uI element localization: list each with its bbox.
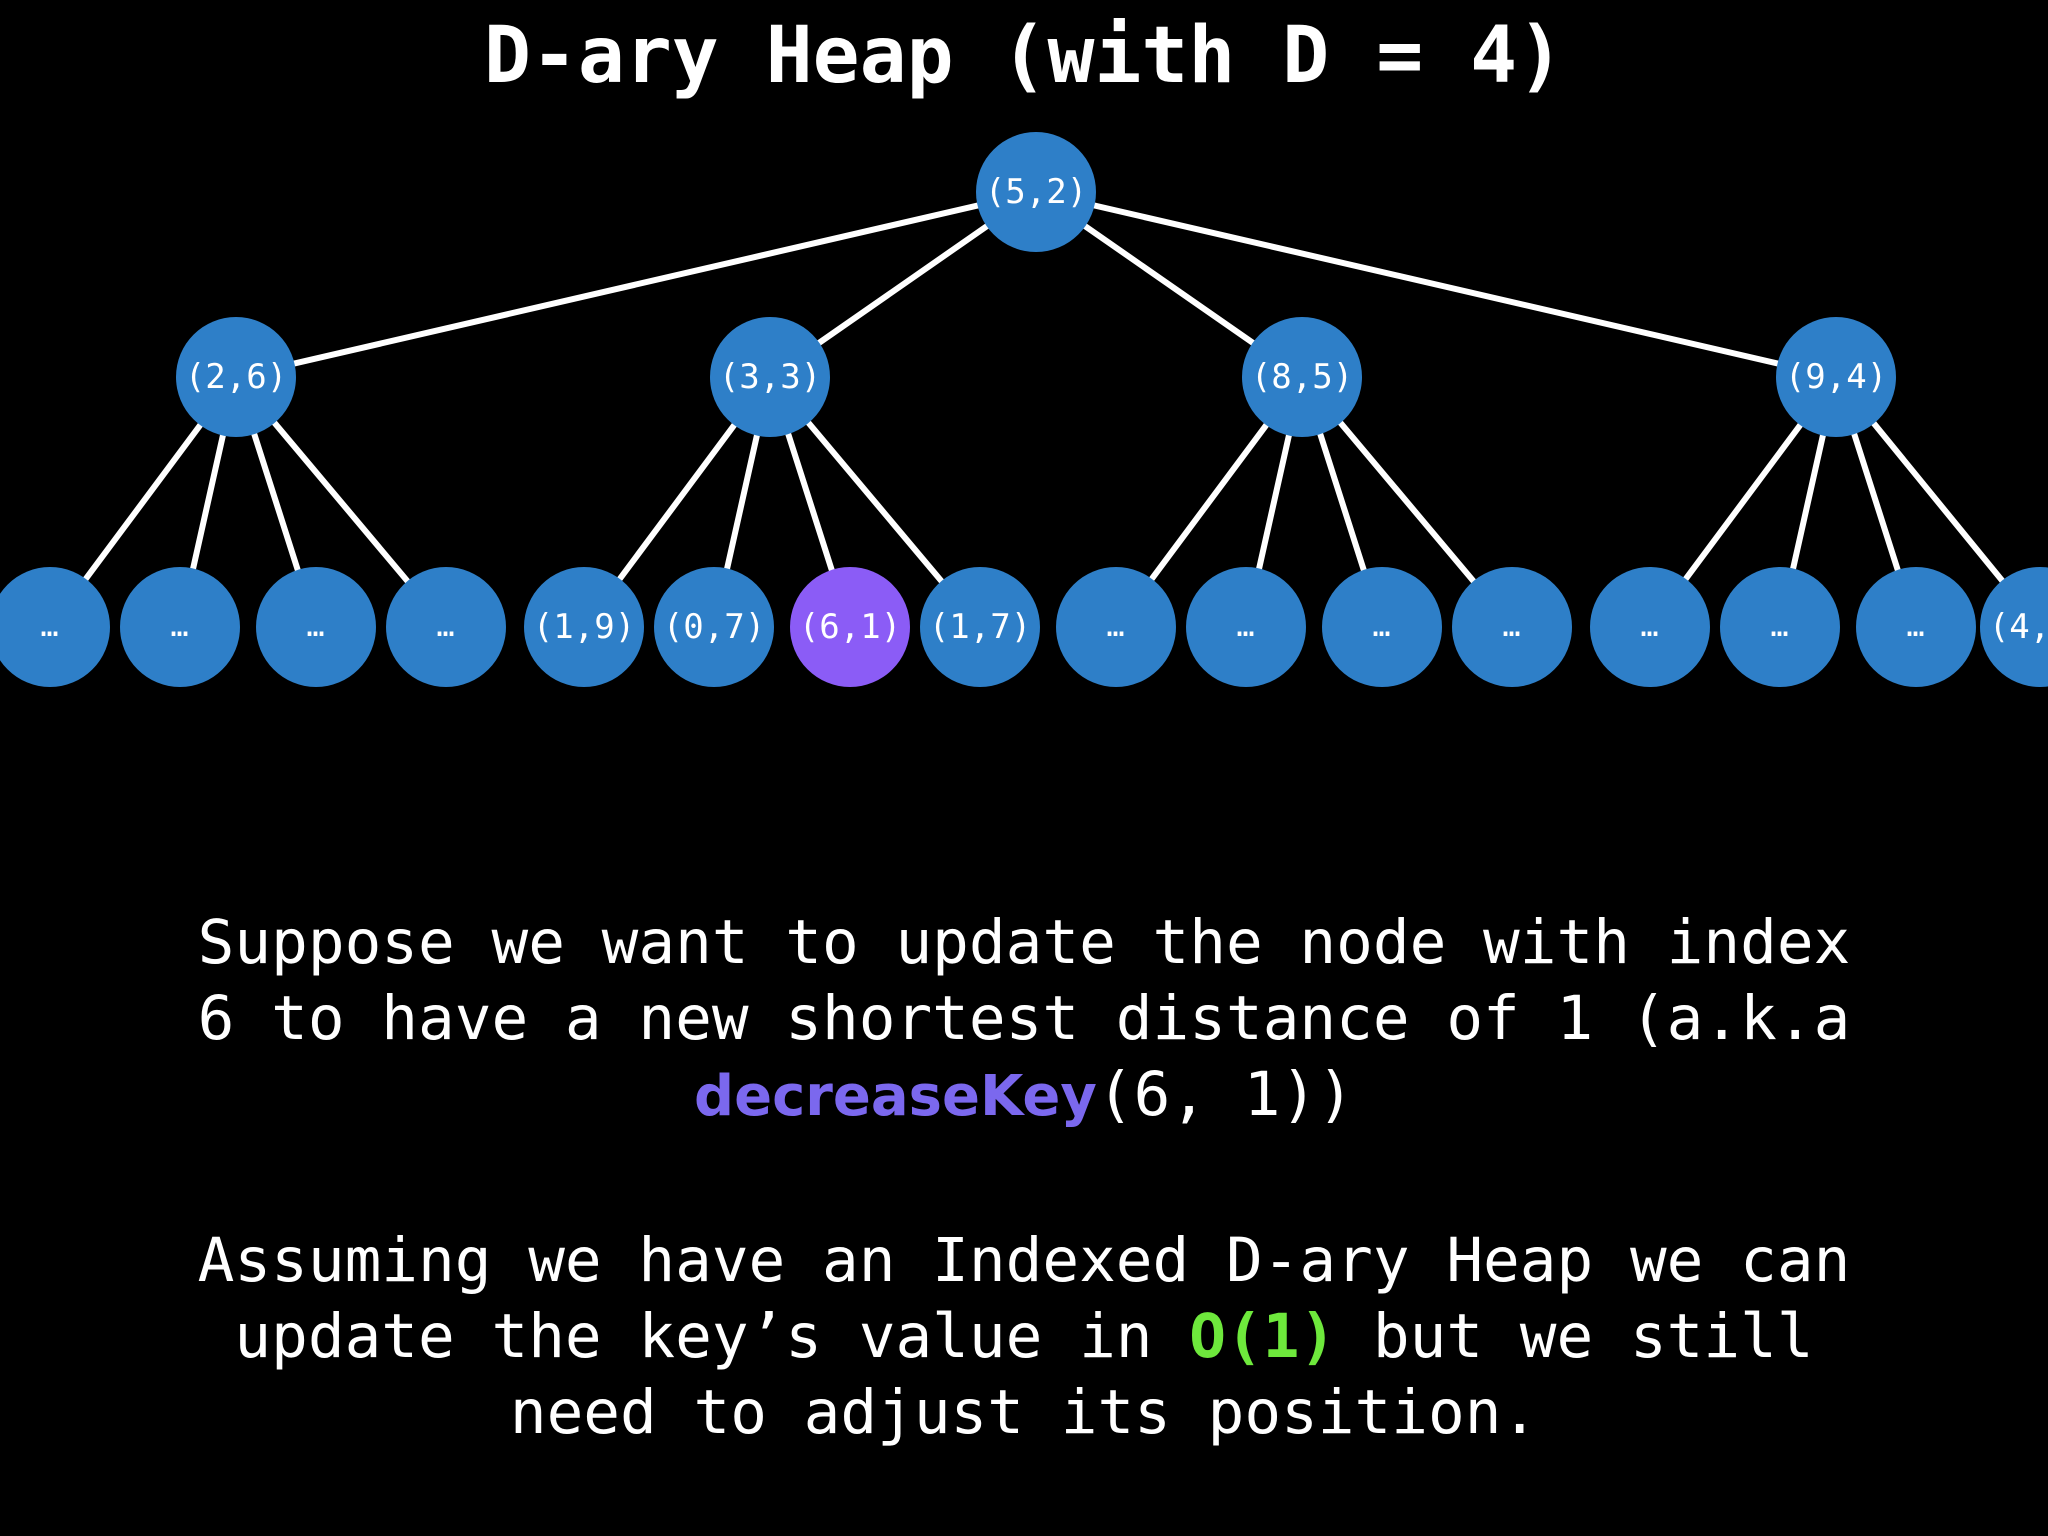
tree-node-label: … [436, 609, 456, 644]
tree-node-level2-1[interactable]: (3,3) [710, 317, 830, 437]
d-ary-heap-tree-figure: (5,2) (2,6) (3,3) (8,5) (9,4) … … … … (1… [0, 112, 2048, 902]
tree-node-label: … [170, 609, 190, 644]
tree-leaf-2[interactable]: … [256, 567, 376, 687]
caption-paragraph-1: Suppose we want to update the node with … [0, 905, 2048, 1135]
caption-1-prefix: Suppose we want to update the node with … [197, 907, 1851, 1054]
tree-leaf-10[interactable]: … [1322, 567, 1442, 687]
tree-node-label: … [1106, 609, 1126, 644]
decrease-key-keyword: decreaseKey [694, 1064, 1097, 1129]
tree-node-label: (9,4) [1784, 357, 1888, 397]
tree-node-label: (6,1) [798, 607, 902, 647]
tree-node-label: (1,7) [928, 607, 1032, 647]
caption-paragraph-2: Assuming we have an Indexed D-ary Heap w… [0, 1223, 2048, 1451]
tree-node-label: … [1236, 609, 1256, 644]
edge-root-to-child-4 [1033, 189, 1839, 380]
tree-leaf-13[interactable]: … [1720, 567, 1840, 687]
tree-leaf-14[interactable]: … [1856, 567, 1976, 687]
tree-node-level2-3[interactable]: (9,4) [1776, 317, 1896, 437]
tree-node-level2-0[interactable]: (2,6) [176, 317, 296, 437]
tree-node-level2-2[interactable]: (8,5) [1242, 317, 1362, 437]
tree-leaf-3[interactable]: … [386, 567, 506, 687]
tree-node-root[interactable]: (5,2) [976, 132, 1096, 252]
tree-node-label: … [1906, 609, 1926, 644]
tree-leaf-4[interactable]: (1,9) [524, 567, 644, 687]
edge-root-to-child-1 [233, 189, 1039, 380]
tree-leaf-8[interactable]: … [1056, 567, 1176, 687]
tree-node-label: (3,3) [718, 357, 822, 397]
tree-node-label: (8,5) [1250, 357, 1354, 397]
tree-node-label: (2,6) [184, 357, 288, 397]
caption-2-suffix: but we still need to adjust its position… [509, 1301, 1814, 1448]
tree-node-label: … [1502, 609, 1522, 644]
tree-node-label: … [40, 609, 60, 644]
caption-1-suffix: (6, 1)) [1096, 1059, 1354, 1130]
tree-leaf-1[interactable]: … [120, 567, 240, 687]
tree-node-label: (0,7) [662, 607, 766, 647]
caption-block: Suppose we want to update the node with … [0, 905, 2048, 1451]
tree-node-label: (4,8) [1988, 607, 2048, 647]
tree-leaf-12[interactable]: … [1590, 567, 1710, 687]
tree-node-label: … [306, 609, 326, 644]
tree-node-label: … [1640, 609, 1660, 644]
tree-leaf-5[interactable]: (0,7) [654, 567, 774, 687]
page-title: D-ary Heap (with D = 4) [483, 11, 1565, 101]
tree-node-label: … [1770, 609, 1790, 644]
big-o-complexity-keyword: O(1) [1189, 1301, 1337, 1372]
tree-leaf-11[interactable]: … [1452, 567, 1572, 687]
tree-leaf-7[interactable]: (1,7) [920, 567, 1040, 687]
tree-leaf-6-highlighted[interactable]: (6,1) [790, 567, 910, 687]
tree-node-label: … [1372, 609, 1392, 644]
tree-node-label: (1,9) [532, 607, 636, 647]
tree-node-label: (5,2) [984, 172, 1088, 212]
caption-2-prefix: Assuming we have an Indexed D-ary Heap w… [197, 1225, 1851, 1372]
tree-leaf-9[interactable]: … [1186, 567, 1306, 687]
